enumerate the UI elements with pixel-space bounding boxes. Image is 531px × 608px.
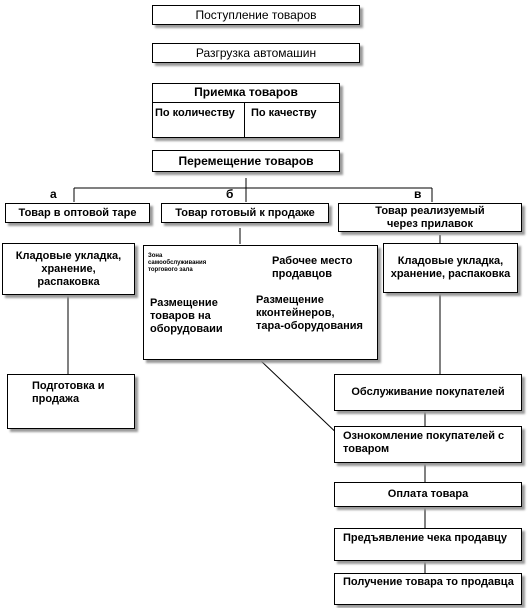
branch-a-box: Товар в оптовой таре xyxy=(5,203,150,223)
branch-v-box: Товар реализуемый через прилавок xyxy=(338,203,522,232)
movement-box: Перемещение товаров xyxy=(152,150,340,172)
final-step-2-label: Ознокомление покупателей с товаром xyxy=(343,430,505,455)
final-step-4: Предъявление чека продавцу xyxy=(334,528,522,561)
acceptance-box: Приемка товаров По количеству По качеств… xyxy=(152,83,340,138)
branch-b-letter: б xyxy=(226,187,234,201)
final-step-5: Получение товара то продавца xyxy=(334,573,522,605)
final-step-3-label: Оплата товара xyxy=(387,488,469,500)
storage-a-box: Кладовые укладка, хранение, распаковка xyxy=(2,243,135,295)
branch-b-box: Товар готовый к продаже xyxy=(161,203,329,223)
branch-a-letter: а xyxy=(50,187,57,201)
acceptance-split xyxy=(244,102,245,138)
final-step-1: Обслуживание покупателей xyxy=(334,374,522,411)
storage-v-box: Кладовые укладка, хранение, распаковка xyxy=(383,243,518,293)
final-step-3: Оплата товара xyxy=(334,482,522,507)
final-step-5-label: Получение товара то продавца xyxy=(343,576,514,588)
unloading-box: Разгрузка автомашин xyxy=(152,43,360,63)
shop-floor-box: Зона самообслуживания торгового зала Раб… xyxy=(143,245,378,360)
final-step-4-label: Предъявление чека продавцу xyxy=(343,532,508,544)
self-service-zone-label: Зона самообслуживания торгового зала xyxy=(148,253,207,273)
unloading-label: Разгрузка автомашин xyxy=(195,45,317,60)
branch-v-title: Товар реализуемый через прилавок xyxy=(375,204,485,230)
acceptance-title: Приемка товаров xyxy=(194,85,298,99)
branch-a-title: Товар в оптовой таре xyxy=(18,206,137,219)
movement-label: Перемещение товаров xyxy=(178,153,314,168)
branch-b-title: Товар готовый к продаже xyxy=(175,206,315,219)
storage-v-label: Кладовые укладка, хранение, распаковка xyxy=(390,255,511,280)
place-containers-label: Размещение кконтейнеров, тара-оборудован… xyxy=(256,294,363,332)
receipt-label: Поступление товаров xyxy=(195,7,317,22)
acceptance-divider xyxy=(153,102,339,103)
by-quantity-label: По количеству xyxy=(155,107,235,119)
by-quality-label: По качеству xyxy=(251,107,317,119)
storage-a-label: Кладовые укладка, хранение, распаковка xyxy=(15,249,122,288)
diagonal-connector xyxy=(259,359,345,441)
final-step-1-label: Обслуживание покупателей xyxy=(351,386,505,398)
prep-label: Подготовка и продажа xyxy=(32,380,105,405)
place-equipment-label: Размещение товаров на оборудоваии xyxy=(150,297,223,335)
receipt-box: Поступление товаров xyxy=(152,5,360,25)
branch-v-letter: в xyxy=(414,187,422,201)
prep-box: Подготовка и продажа xyxy=(7,374,135,429)
workplace-label: Рабочее место продавцов xyxy=(272,255,353,280)
final-step-2: Ознокомление покупателей с товаром xyxy=(334,426,522,463)
